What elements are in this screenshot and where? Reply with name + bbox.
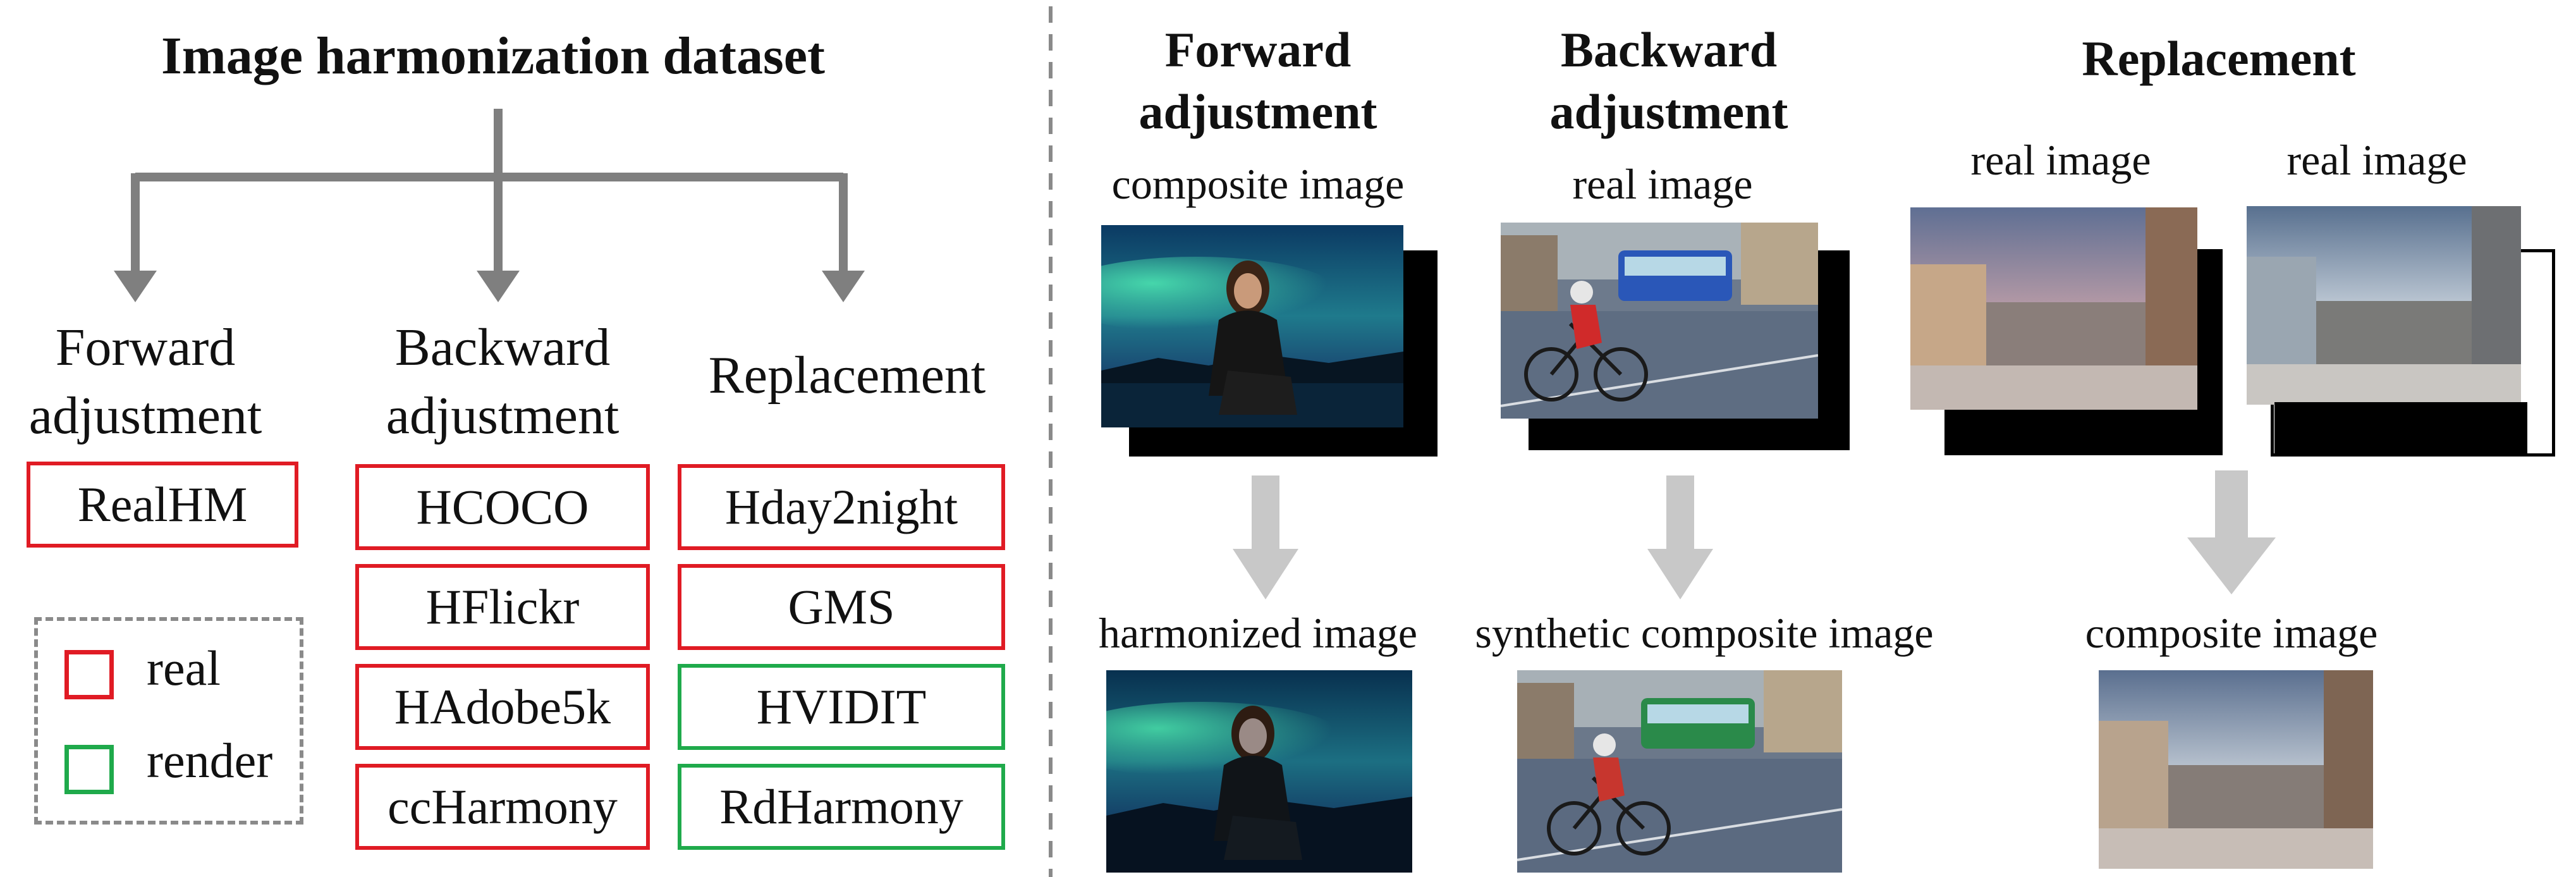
photo-skyline-day — [2247, 206, 2521, 405]
legend-real-label: real — [147, 641, 221, 696]
dataset-title: Image harmonization dataset — [161, 27, 825, 85]
photo-skyline-evening — [1910, 207, 2197, 410]
woman-figure-icon — [1209, 261, 1297, 415]
dataset-box-ccharmony: ccHarmony — [355, 764, 650, 850]
arrow-down-forward-icon — [1233, 475, 1298, 599]
replacement-top-caption-1: real image — [1970, 136, 2151, 184]
arrow-forward-icon — [114, 271, 157, 302]
dataset-label: GMS — [788, 579, 895, 634]
dataset-box-hcoco: HCOCO — [355, 464, 650, 550]
category-replacement: Replacement — [683, 341, 1011, 410]
arrow-down-replacement-icon — [2187, 470, 2276, 594]
category-backward-line1: Backward — [394, 318, 611, 377]
dataset-label: HVIDIT — [756, 679, 927, 734]
dataset-box-hadobe5k: HAdobe5k — [355, 664, 650, 750]
dataset-box-hday2night: Hday2night — [678, 464, 1005, 550]
forward-title-line2: adjustment — [1138, 84, 1377, 139]
category-forward-line2: adjustment — [28, 386, 262, 445]
category-backward-line2: adjustment — [386, 386, 620, 445]
forward-top-caption: composite image — [1111, 160, 1405, 208]
arrow-backward-icon — [477, 271, 520, 302]
replacement-top-caption-2: real image — [2286, 136, 2467, 184]
forward-title-line1: Forward — [1164, 22, 1352, 77]
photo-skyline-composite — [2099, 670, 2373, 869]
dataset-label: ccHarmony — [388, 779, 618, 834]
dataset-box-gms: GMS — [678, 564, 1005, 650]
legend-render-swatch — [64, 745, 114, 794]
photo-cyclist-composite — [1517, 670, 1842, 873]
dataset-box-hflickr: HFlickr — [355, 564, 650, 650]
backward-title-line2: adjustment — [1549, 84, 1788, 139]
forward-bottom-caption: harmonized image — [1098, 609, 1418, 657]
replacement-title: Replacement — [2082, 31, 2356, 86]
replacement-mask-fill-2 — [2274, 402, 2527, 454]
backward-title: Backward adjustment — [1498, 19, 1840, 143]
legend-render-label: render — [147, 733, 273, 788]
category-replacement-line1: Replacement — [708, 346, 986, 405]
dataset-label: RealHM — [77, 477, 248, 532]
dataset-label: Hday2night — [724, 479, 958, 534]
photo-aurora-harmonized — [1106, 670, 1412, 873]
woman-figure-icon — [1214, 706, 1302, 860]
category-forward: Forward adjustment — [19, 314, 272, 450]
dataset-label: RdHarmony — [719, 779, 963, 834]
legend-real-swatch — [64, 650, 114, 699]
arrow-replacement-icon — [822, 271, 865, 302]
backward-top-caption: real image — [1572, 160, 1753, 208]
photo-aurora-composite — [1101, 225, 1403, 427]
backward-bottom-caption: synthetic composite image — [1475, 609, 1934, 657]
category-backward: Backward adjustment — [367, 314, 638, 450]
replacement-bottom-caption: composite image — [2085, 609, 2378, 657]
dataset-label: HFlickr — [425, 579, 580, 634]
arrow-down-backward-icon — [1647, 475, 1713, 599]
legend: real render — [34, 617, 303, 825]
dataset-label: HAdobe5k — [394, 679, 611, 734]
dataset-box-rdharmony: RdHarmony — [678, 764, 1005, 850]
photo-cyclist-real — [1501, 223, 1818, 419]
dataset-box-realhm: RealHM — [27, 462, 298, 548]
forward-title: Forward adjustment — [1087, 19, 1429, 143]
dataset-label: HCOCO — [416, 479, 589, 534]
backward-title-line1: Backward — [1560, 22, 1778, 77]
dataset-box-hvidit: HVIDIT — [678, 664, 1005, 750]
category-forward-line1: Forward — [55, 318, 236, 377]
